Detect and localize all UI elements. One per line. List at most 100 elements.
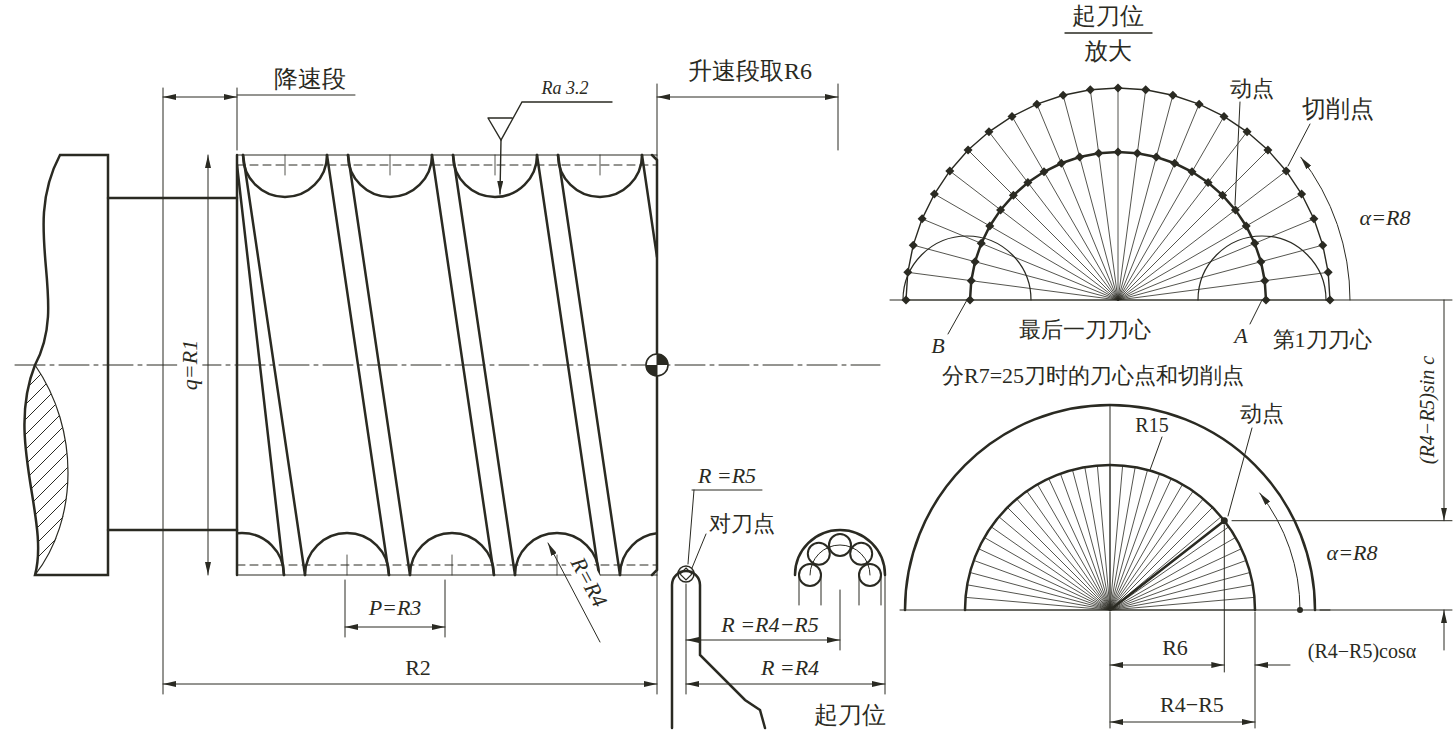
cutting-point — [1059, 91, 1068, 100]
radial-line — [966, 597, 1110, 610]
tool-center-point — [1057, 159, 1066, 168]
callout-label: 动点 — [1238, 401, 1286, 426]
point-label: A — [1232, 323, 1249, 348]
radial-line — [1118, 157, 1156, 300]
radial-line — [1038, 484, 1111, 610]
radial-line — [1072, 470, 1110, 610]
radial-line — [1118, 152, 1119, 300]
dimension-label: R2 — [403, 655, 433, 680]
cutting-point — [1220, 112, 1229, 121]
cutting-point — [1008, 112, 1017, 121]
radial-line — [965, 610, 1110, 611]
radial-line — [1110, 572, 1250, 610]
angle-label: α=R8 — [1325, 540, 1380, 565]
radial-line — [1061, 163, 1118, 300]
radial-line — [975, 262, 1118, 300]
cutting-point — [909, 241, 918, 250]
enlarged-view — [890, 33, 1452, 334]
radial-line — [1110, 538, 1236, 611]
cutting-point — [1326, 296, 1335, 305]
radial-line — [981, 243, 1118, 300]
tool-center-point — [1152, 153, 1161, 162]
tool-center-point — [1250, 239, 1259, 248]
note-label: 分R7=25刀时的刀心点和切削点 — [940, 363, 1246, 388]
cutting-point — [1324, 268, 1333, 277]
tool-path-view — [900, 300, 1452, 728]
radial-line — [1118, 226, 1246, 300]
radial-line — [1063, 95, 1080, 157]
dimension-label: (R4−R5)cosα — [1306, 640, 1418, 663]
tool-center-point — [1218, 191, 1227, 200]
cutting-point — [1297, 190, 1306, 199]
cutting-point — [1309, 214, 1318, 223]
radial-line — [1223, 150, 1268, 195]
radial-line — [979, 549, 1110, 610]
tool-center-point — [985, 222, 994, 231]
radial-line — [970, 300, 1118, 301]
radial-line — [1090, 90, 1098, 153]
angle-label: α=R8 — [1358, 205, 1413, 230]
radial-line — [1118, 172, 1192, 300]
dimension-label: R =R4 — [759, 655, 821, 680]
section-label: 升速段取R6 — [686, 58, 814, 86]
radial-line — [1118, 243, 1255, 300]
dimension-label: R15 — [1133, 414, 1170, 437]
radial-line — [1044, 172, 1118, 300]
radial-line — [1110, 499, 1203, 610]
callout-label: 最后一刀刀心 — [1017, 317, 1153, 342]
radial-line — [1080, 157, 1118, 300]
section-hatch — [0, 320, 80, 670]
dimension-label: P=R3 — [367, 595, 424, 620]
roughness-symbol — [488, 102, 612, 194]
radial-line — [1208, 132, 1247, 183]
tool-center-point — [1009, 191, 1018, 200]
radial-line — [906, 300, 970, 301]
cutting-point — [1032, 100, 1041, 109]
cutting-point — [1195, 100, 1204, 109]
section-label: 降速段 — [272, 66, 348, 94]
tool-center-path — [970, 152, 1266, 300]
radial-line — [1266, 300, 1330, 301]
tool-center-point — [1133, 149, 1142, 158]
cutting-point — [984, 127, 993, 136]
cutting-point — [1114, 84, 1123, 93]
cutting-point — [945, 166, 954, 175]
callout-label: 起刀位 — [812, 702, 888, 730]
tool-center-point — [967, 276, 976, 285]
center-line — [15, 365, 880, 366]
tool-center-point — [1204, 178, 1213, 187]
radial-line — [1255, 219, 1314, 243]
tool-center-point — [1040, 167, 1049, 176]
tool-center-point — [1231, 205, 1240, 214]
tool-center-point — [966, 296, 975, 305]
cutting-point — [1086, 85, 1095, 94]
dimension-label: q=R1 — [177, 338, 202, 392]
radial-line — [990, 226, 1118, 300]
radial-line — [974, 560, 1110, 610]
radial-line — [1118, 262, 1261, 300]
radial-line — [967, 585, 1110, 610]
cutting-point — [1282, 166, 1291, 175]
radial-line — [1156, 95, 1173, 157]
radial-line — [1013, 195, 1118, 300]
cutting-point — [1263, 146, 1272, 155]
dimension-label: R6 — [1160, 635, 1190, 660]
dimension-lines — [163, 84, 838, 694]
tool-center-point — [971, 257, 980, 266]
tool-center-point — [1262, 296, 1271, 305]
radial-line — [1265, 272, 1328, 280]
shaft-neck — [108, 198, 237, 530]
radial-line — [1118, 300, 1266, 301]
cutting-point — [918, 214, 927, 223]
radial-line — [1118, 88, 1119, 152]
radial-line — [1012, 116, 1044, 171]
radial-line — [1110, 466, 1123, 610]
radial-line — [1110, 491, 1193, 610]
cutting-point — [964, 146, 973, 155]
radial-line — [968, 150, 1013, 195]
callout-label: 切削点 — [1300, 96, 1376, 124]
point-label: B — [929, 333, 946, 358]
cutting-point — [903, 268, 912, 277]
tool-center-point — [996, 205, 1005, 214]
callout-label: 对刀点 — [707, 511, 777, 536]
